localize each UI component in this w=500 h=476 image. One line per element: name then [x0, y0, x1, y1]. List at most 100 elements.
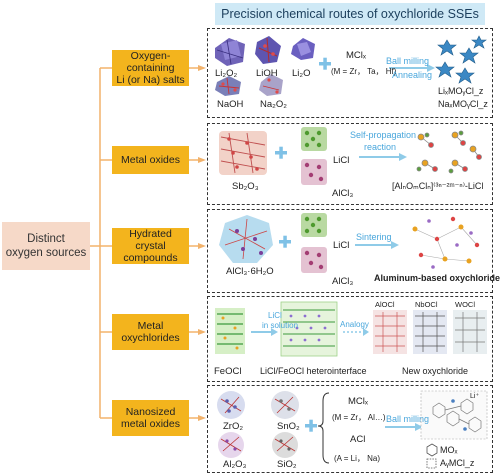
label-licl: LiCl	[333, 155, 350, 166]
reagent-bracket-icon	[317, 392, 330, 464]
naoh-crystal-icon	[215, 76, 241, 96]
category-line2: metal oxides	[121, 418, 180, 430]
label-zro2: ZrO₂	[223, 421, 244, 432]
panel-oxychlorides-illustrations	[215, 301, 487, 357]
label-metal-note-2: (M = Zr， Al…)	[332, 413, 386, 422]
label-licl: LiCl	[333, 240, 350, 251]
licl-crystal-icon	[301, 127, 327, 151]
al2o3-nanoparticle-icon	[218, 432, 244, 458]
label-new-oxychloride: New oxychloride	[402, 366, 469, 376]
label-li2o2: Li₂O₂	[215, 68, 238, 79]
feocl-layered-icon	[215, 308, 245, 354]
label-alkali-note: (A = Li， Na)	[334, 454, 381, 463]
sb2o3-crystal-icon	[219, 131, 267, 175]
plus-icon	[279, 235, 291, 248]
category-metal-oxides: Metal oxides	[112, 146, 189, 174]
process-arrow-icon	[385, 423, 423, 431]
cluster-molecules-icon	[416, 130, 482, 174]
label-heterointerface: LiCl/FeOCl heterointerface	[260, 366, 367, 376]
label-self-propagation: Self-propagation	[350, 130, 417, 140]
heterointerface-icon	[280, 301, 338, 357]
plus-icon	[275, 146, 287, 159]
label-reaction: reaction	[364, 142, 397, 152]
licl-crystal-icon	[301, 213, 327, 237]
label-mclx-2: MClₓ	[348, 396, 369, 407]
process-arrow-icon	[359, 153, 407, 161]
label-metal-note: (M = Zr， Ta， Hf)	[331, 67, 397, 76]
label-sb2o3: Sb₂O₃	[232, 181, 259, 192]
category-metal-oxychlorides: Metal oxychlorides	[112, 314, 189, 350]
category-line2: oxychlorides	[121, 332, 180, 344]
label-naoh: NaOH	[217, 99, 244, 110]
category-line1: Oxygen-containing	[126, 50, 175, 74]
title-text: Precision chemical routes of oxychloride…	[221, 7, 479, 21]
category-line1: Metal oxides	[121, 154, 180, 166]
label-na-product: NaₓMOᵧCl_z	[438, 99, 488, 109]
core-shell-structure-icon	[420, 390, 488, 440]
label-alcl3: AlCl₃	[332, 188, 354, 199]
label-alocl: AlOCl	[375, 300, 395, 309]
label-ball-milling-1: Ball milling	[386, 56, 430, 66]
label-nbocl: NbOCl	[415, 300, 438, 309]
alcl3-hydrate-crystal-icon	[219, 215, 273, 263]
sno2-nanoparticle-icon	[271, 391, 299, 419]
category-hydrated-crystal: Hydrated crystal compounds	[112, 228, 189, 264]
li2o2-crystal-icon	[215, 38, 245, 66]
category-line1: Nanosized	[125, 406, 176, 418]
label-annealing: Annealing	[392, 70, 433, 80]
source-line1: Distinct	[27, 233, 65, 245]
label-alcl3: AlCl₃	[332, 276, 354, 287]
label-al2o3: Al₂O₃	[223, 459, 247, 470]
amorphous-network-icon	[412, 216, 480, 269]
product-star-clusters-icon	[435, 35, 487, 84]
panel-hydrated-illustrations	[219, 213, 480, 273]
category-li-na-salts: Oxygen-containing Li (or Na) salts	[112, 50, 189, 86]
plus-icon	[305, 419, 317, 432]
alcl3-crystal-icon	[301, 247, 327, 273]
oxygen-source-box: Distinct oxygen sources	[2, 222, 90, 270]
label-sio2: SiO₂	[277, 459, 297, 470]
label-aluminum-oxychloride: Aluminum-based oxychloride	[374, 273, 500, 283]
label-li-product: LiₓMOᵧCl_z	[438, 86, 484, 96]
label-lioh: LiOH	[256, 68, 278, 79]
plus-icon	[319, 57, 331, 70]
process-arrow-icon	[355, 241, 399, 249]
source-line2: oxygen sources	[5, 247, 87, 259]
wocl-structure-icon	[453, 310, 487, 354]
label-li-ion: Li⁺	[470, 393, 480, 400]
category-line2: Li (or Na) salts	[116, 74, 185, 86]
li2o-crystal-icon	[291, 38, 315, 60]
label-feocl: FeOCl	[214, 366, 242, 377]
category-line1: Hydrated	[129, 228, 172, 240]
label-licl-step: LiCl	[268, 311, 282, 320]
label-cluster-product: [AlₙOₘClₙ]⁽³ⁿ⁻²ᵐ⁻ⁿ⁾-LiCl	[392, 181, 484, 191]
nbocl-structure-icon	[413, 310, 447, 354]
na2o2-crystal-icon	[259, 74, 283, 96]
alcl3-crystal-icon	[301, 159, 327, 185]
label-alcl3-hydrate: AlCl₃·6H₂O	[226, 266, 274, 277]
legend-label-mox: MOₓ	[440, 445, 458, 455]
sio2-nanoparticle-icon	[272, 432, 298, 458]
panel-salts-illustrations	[215, 35, 487, 96]
title-banner: Precision chemical routes of oxychloride…	[215, 3, 485, 25]
alocl-structure-icon	[373, 310, 407, 354]
label-sintering: Sintering	[356, 232, 392, 242]
process-arrow-icon	[389, 64, 435, 72]
label-na2o2: Na₂O₂	[260, 99, 287, 110]
category-nanosized-oxides: Nanosized metal oxides	[112, 400, 189, 436]
analogy-arrow-icon	[343, 328, 369, 336]
label-wocl: WOCl	[455, 300, 475, 309]
label-li2o: Li₂O	[292, 68, 311, 79]
legend-label-aymclz: AᵧMCl_z	[440, 458, 475, 468]
panel-nanosized-illustrations	[217, 390, 488, 469]
label-analogy: Analogy	[340, 320, 369, 329]
label-in-solution: in solution	[262, 321, 299, 330]
category-line2: crystal compounds	[123, 240, 178, 264]
label-ball-milling-2: Ball milling	[386, 414, 430, 424]
label-sno2: SnO₂	[277, 421, 300, 432]
process-arrow-icon	[251, 328, 278, 336]
legend-hexagon-icon	[426, 443, 438, 457]
category-line1: Metal	[137, 320, 164, 332]
lioh-crystal-icon	[255, 36, 281, 64]
